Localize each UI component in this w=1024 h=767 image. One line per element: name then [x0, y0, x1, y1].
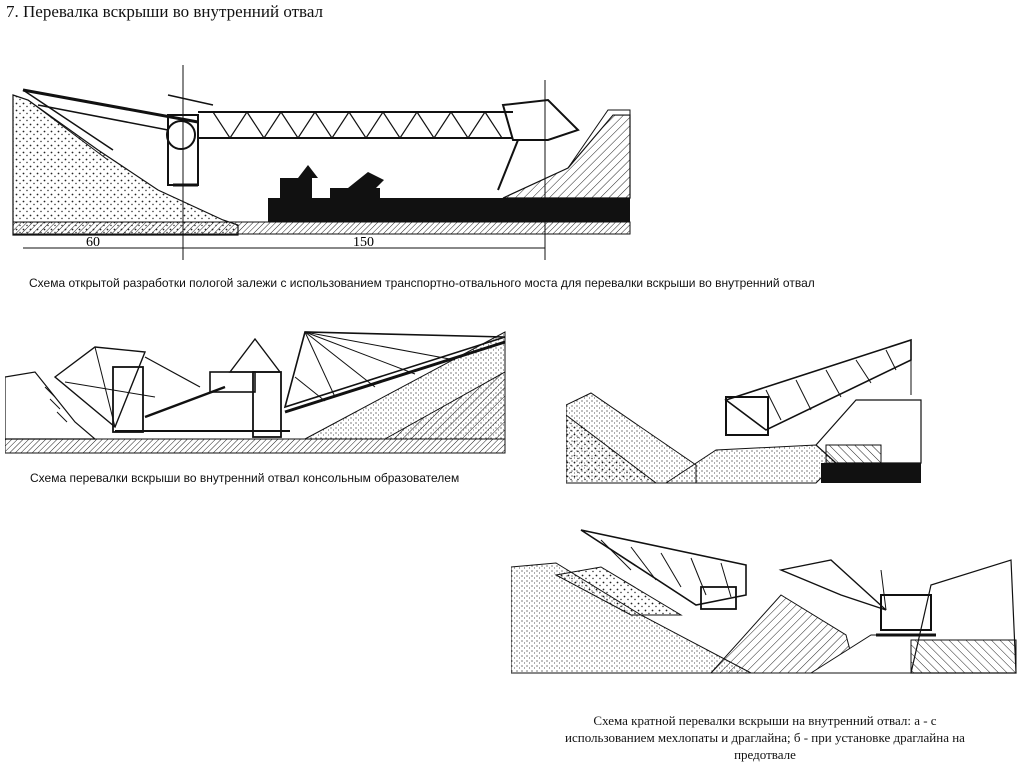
dragline-diagram-b [511, 529, 1017, 674]
slide-title: 7. Перевалка вскрыши во внутренний отвал [6, 2, 324, 21]
dimension-150: 150 [353, 235, 374, 250]
dimension-60: 60 [86, 235, 100, 250]
caption-dragline-line3: предотвале [734, 747, 796, 762]
caption-dragline-line1: Схема кратной перевалки вскрыши на внутр… [593, 713, 937, 728]
caption-dragline: Схема кратной перевалки вскрыши на внутр… [530, 712, 1000, 763]
bridge-diagram: 60 150 [12, 65, 631, 260]
dragline-diagram-a [566, 338, 922, 484]
caption-bridge: Схема открытой разработки пологой залежи… [29, 276, 815, 290]
caption-dragline-line2: использованием мехлопаты и драглайна; б … [565, 730, 965, 745]
caption-spreader: Схема перевалки вскрыши во внутренний от… [30, 471, 460, 485]
spreader-diagram [5, 331, 506, 454]
